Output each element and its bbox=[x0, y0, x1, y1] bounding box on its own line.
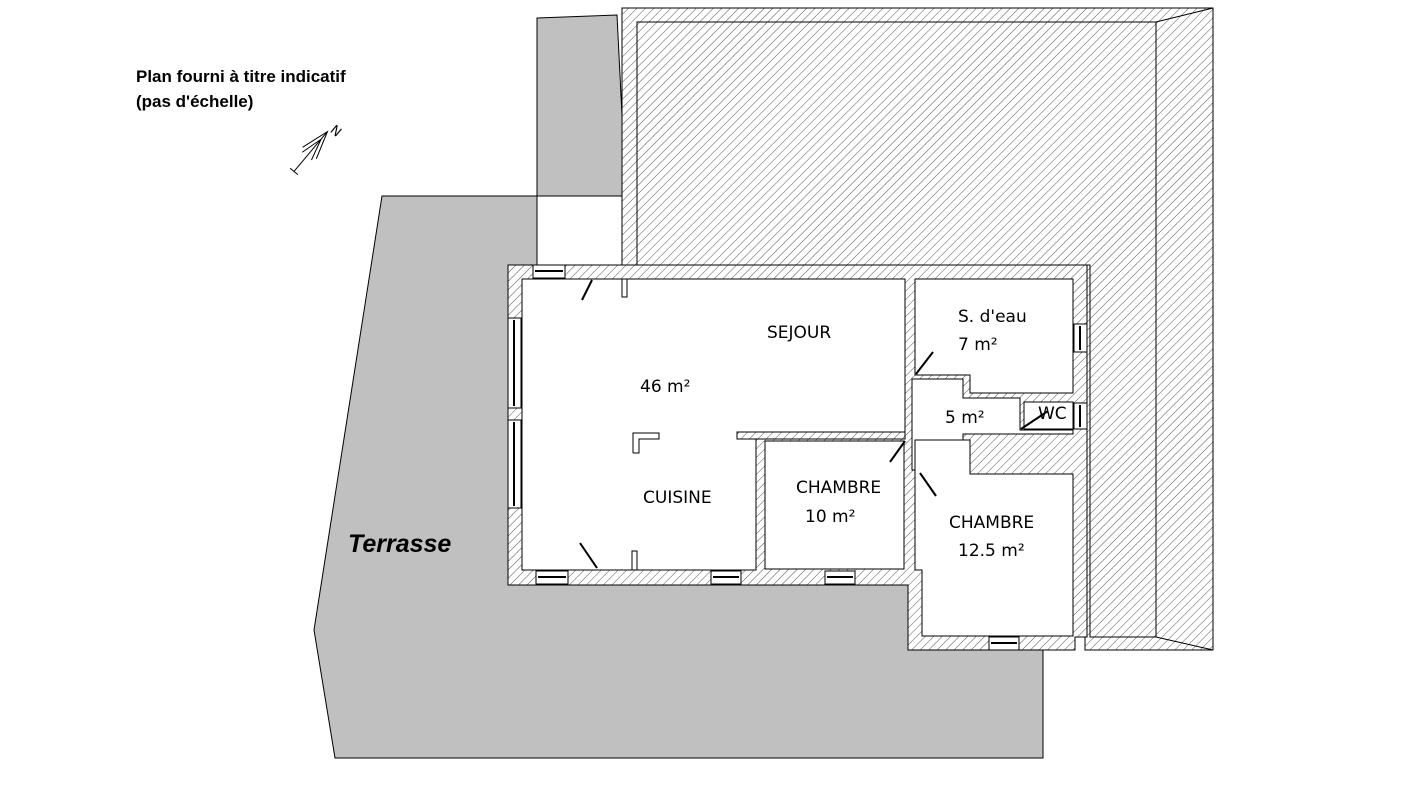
north-arrow-icon bbox=[289, 130, 329, 176]
partition-stub bbox=[621, 278, 628, 298]
north-label: N bbox=[327, 123, 344, 141]
wc-room bbox=[1023, 401, 1074, 430]
terrasse-label: Terrasse bbox=[348, 530, 451, 558]
salle-eau-room bbox=[914, 278, 1074, 394]
chambre-1-area: 10 m² bbox=[805, 507, 855, 527]
cuisine-label: CUISINE bbox=[643, 488, 712, 508]
door-swing bbox=[915, 351, 934, 375]
window bbox=[710, 570, 742, 585]
door-swing bbox=[889, 440, 906, 463]
chambre-2-area: 12.5 m² bbox=[958, 541, 1025, 561]
partition-wall bbox=[736, 431, 906, 440]
salle-eau-area: 7 m² bbox=[958, 335, 998, 355]
door-swing bbox=[1020, 410, 1049, 430]
door-swing bbox=[579, 542, 598, 569]
chambre-1-label: CHAMBRE bbox=[796, 478, 881, 498]
door-swing bbox=[581, 279, 593, 301]
disclaimer-note: Plan fourni à titre indicatif (pas d'éch… bbox=[136, 64, 346, 114]
window bbox=[1073, 323, 1088, 353]
window bbox=[988, 636, 1020, 651]
counter-corner bbox=[632, 432, 660, 454]
disclaimer-line-1: Plan fourni à titre indicatif bbox=[136, 67, 346, 86]
sejour-label: SEJOUR bbox=[767, 323, 831, 343]
garden-corner-line bbox=[1155, 636, 1214, 651]
window bbox=[1073, 402, 1088, 430]
garden-corner-line bbox=[1155, 7, 1214, 23]
disclaimer-line-2: (pas d'échelle) bbox=[136, 92, 254, 111]
window bbox=[507, 419, 522, 509]
window bbox=[824, 570, 856, 585]
hall-area: 5 m² bbox=[945, 408, 985, 428]
wc-label: WC bbox=[1038, 404, 1067, 424]
window bbox=[532, 264, 566, 279]
door-swing bbox=[919, 472, 937, 497]
chambre-2-label: CHAMBRE bbox=[949, 513, 1034, 533]
chambre-1-room bbox=[764, 440, 905, 570]
partition-stub bbox=[631, 550, 638, 571]
window bbox=[535, 570, 569, 585]
chambre-2-room bbox=[914, 439, 1074, 637]
salle-eau-label: S. d'eau bbox=[958, 307, 1027, 327]
sejour-area: 46 m² bbox=[640, 377, 690, 397]
window bbox=[507, 317, 522, 409]
